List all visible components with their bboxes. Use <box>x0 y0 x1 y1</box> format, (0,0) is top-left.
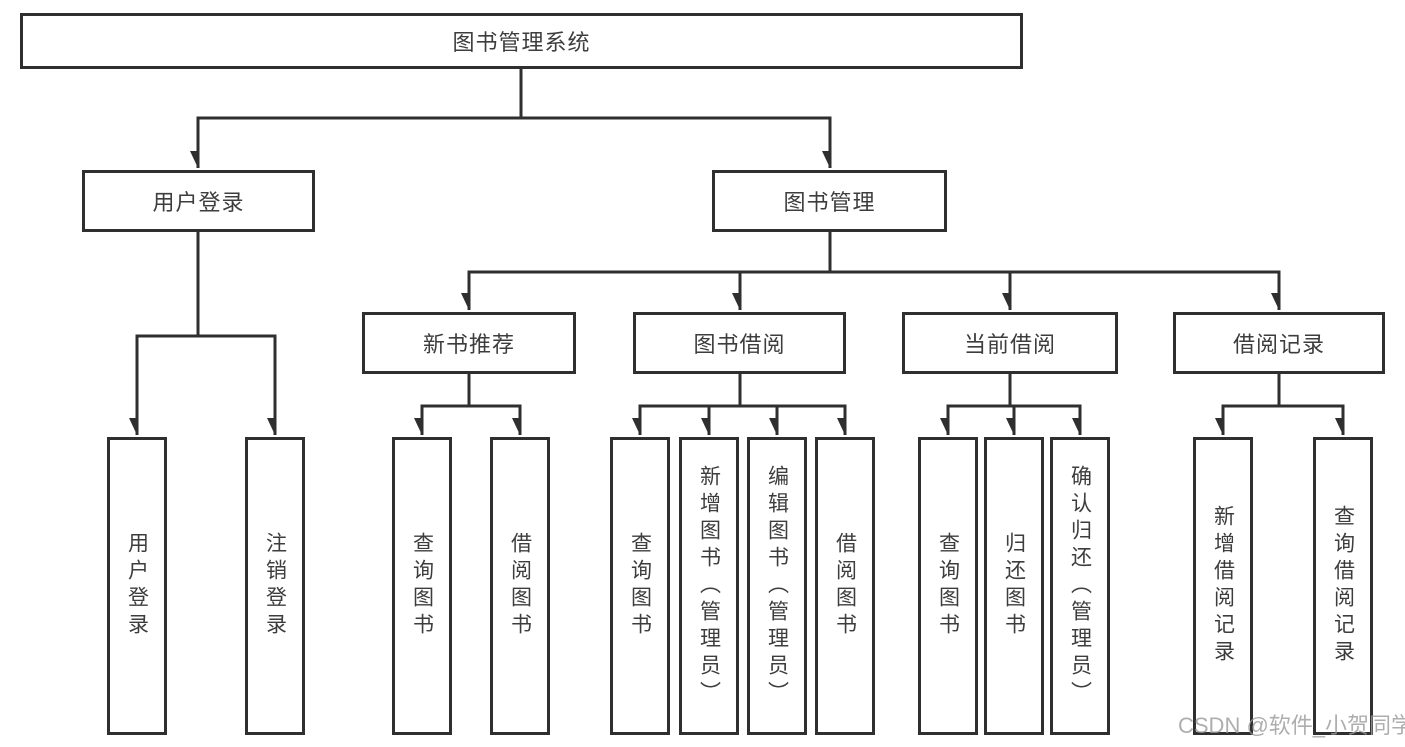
node-user-login: 用户登录 <box>82 170 315 232</box>
leaf-edit-book-admin-label: 编辑图书（管理员） <box>765 464 789 708</box>
connector-root-to-level2 <box>197 69 832 168</box>
leaf-confirm-return-admin: 确认归还（管理员） <box>1050 437 1110 735</box>
connector-book-borrowing-to-leaves <box>639 374 847 435</box>
leaf-query-borrow-record: 查询借阅记录 <box>1313 437 1373 735</box>
leaf-logout-label: 注销登录 <box>263 532 287 640</box>
leaf-query-books-recommend-label: 查询图书 <box>410 532 434 640</box>
leaf-query-books-borrowing: 查询图书 <box>610 437 670 735</box>
leaf-add-borrow-record: 新增借阅记录 <box>1193 437 1253 735</box>
node-root-system: 图书管理系统 <box>20 13 1023 69</box>
leaf-query-books-current: 查询图书 <box>918 437 978 735</box>
leaf-user-login-label: 用户登录 <box>125 532 149 640</box>
node-current-borrowing: 当前借阅 <box>902 312 1118 374</box>
connector-borrowing-records-to-leaves <box>1222 374 1345 435</box>
node-book-management: 图书管理 <box>712 170 947 232</box>
leaf-add-book-admin: 新增图书（管理员） <box>679 437 739 735</box>
node-borrowing-records-label: 借阅记录 <box>1232 332 1325 357</box>
node-book-borrowing: 图书借阅 <box>633 312 846 374</box>
leaf-return-book-label: 归还图书 <box>1002 532 1026 640</box>
node-book-management-label: 图书管理 <box>783 190 876 215</box>
node-user-login-label: 用户登录 <box>152 190 245 215</box>
node-borrowing-records: 借阅记录 <box>1173 312 1385 374</box>
leaf-query-borrow-record-label: 查询借阅记录 <box>1331 505 1355 667</box>
leaf-return-book: 归还图书 <box>984 437 1044 735</box>
leaf-user-login: 用户登录 <box>107 437 167 735</box>
leaf-borrow-books-recommend: 借阅图书 <box>490 437 550 735</box>
leaf-borrow-books: 借阅图书 <box>815 437 875 735</box>
connector-new-book-recommend-to-leaves <box>421 374 522 435</box>
leaf-logout: 注销登录 <box>245 437 305 735</box>
connector-user-login-to-leaves <box>136 232 277 435</box>
leaf-borrow-books-label: 借阅图书 <box>833 532 857 640</box>
connector-book-management-to-level3 <box>468 232 1281 310</box>
node-new-book-recommend-label: 新书推荐 <box>422 332 515 357</box>
connector-current-borrowing-to-leaves <box>947 374 1082 435</box>
node-current-borrowing-label: 当前借阅 <box>963 332 1056 357</box>
leaf-add-borrow-record-label: 新增借阅记录 <box>1211 505 1235 667</box>
node-book-borrowing-label: 图书借阅 <box>693 332 786 357</box>
leaf-query-books-current-label: 查询图书 <box>936 532 960 640</box>
leaf-query-books-recommend: 查询图书 <box>392 437 452 735</box>
leaf-borrow-books-recommend-label: 借阅图书 <box>508 532 532 640</box>
node-new-book-recommend: 新书推荐 <box>362 312 576 374</box>
leaf-add-book-admin-label: 新增图书（管理员） <box>697 464 721 708</box>
leaf-confirm-return-admin-label: 确认归还（管理员） <box>1068 464 1092 708</box>
leaf-query-books-borrowing-label: 查询图书 <box>628 532 652 640</box>
csdn-watermark: CSDN @软件_小贺同学 <box>1178 713 1405 738</box>
leaf-edit-book-admin: 编辑图书（管理员） <box>747 437 807 735</box>
node-root-label: 图书管理系统 <box>452 30 591 55</box>
